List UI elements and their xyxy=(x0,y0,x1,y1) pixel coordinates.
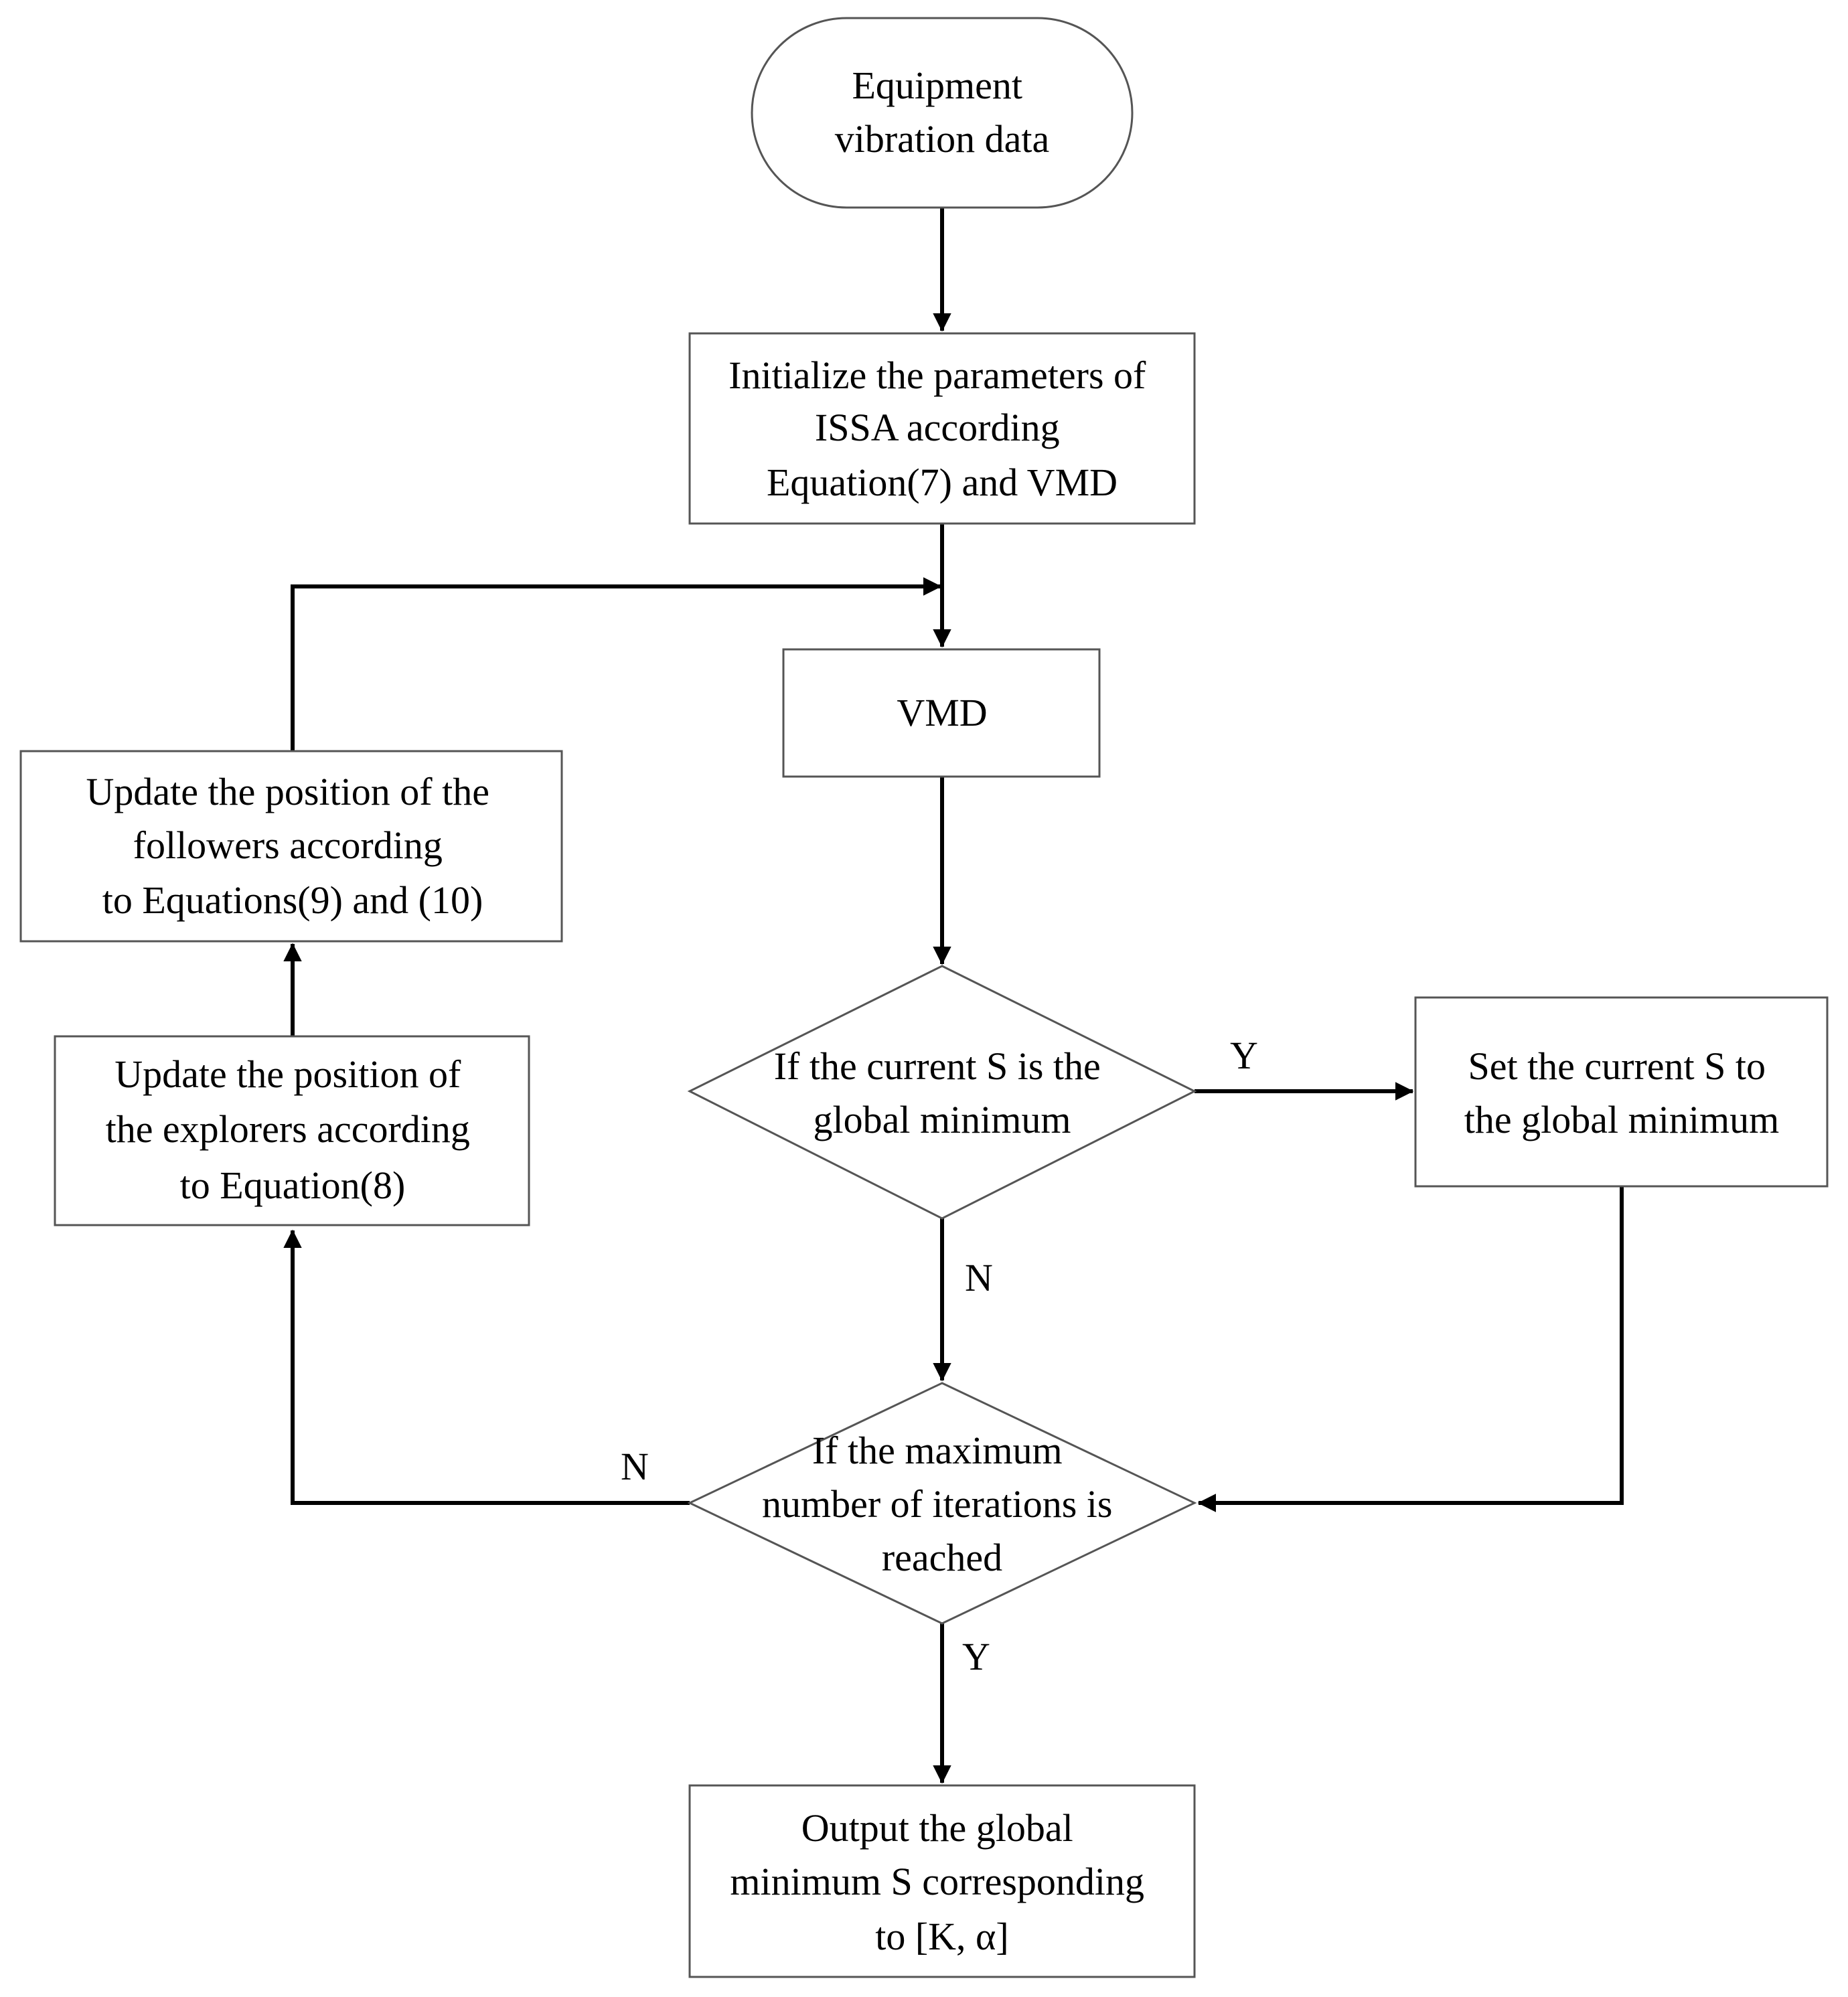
edge-label-min-no: N xyxy=(965,1256,993,1299)
followers-line-1: Update the position of the xyxy=(86,770,489,813)
node-start-label: Equipment vibration data xyxy=(835,64,1050,161)
edge-label-min-yes: Y xyxy=(1230,1034,1258,1077)
decision-iter-line-3: reached xyxy=(882,1536,1002,1579)
output-line-3: to [K, α] xyxy=(875,1915,1009,1958)
node-decision-iter-label: If the maximum number of iterations is r… xyxy=(762,1429,1122,1579)
followers-process-box xyxy=(19,750,563,943)
init-line-2: ISSA according xyxy=(815,406,1060,449)
edge-decision-iter-no xyxy=(283,1229,690,1505)
followers-line-2: followers according xyxy=(133,823,443,867)
output-process-box xyxy=(688,1784,1196,1978)
node-decision-min-label: If the current S is the global minimum xyxy=(774,1044,1111,1141)
node-explorers-label: Update the position of the explorers acc… xyxy=(106,1052,480,1207)
edges xyxy=(283,208,1624,1784)
decision-min-diamond xyxy=(687,965,1197,1220)
edge-followers-to-vmd-loop xyxy=(291,577,942,751)
node-set-min: Set the current S to the global minimum xyxy=(1414,996,1829,1188)
node-vmd: VMD xyxy=(782,648,1101,778)
node-decision-min: If the current S is the global minimum xyxy=(687,965,1197,1220)
explorers-line-1: Update the position of xyxy=(114,1052,461,1096)
start-line-1: Equipment xyxy=(852,64,1022,107)
node-set-min-label: Set the current S to the global minimum xyxy=(1464,1044,1779,1141)
node-init: Initialize the parameters of ISSA accord… xyxy=(688,332,1196,525)
node-vmd-label: VMD xyxy=(897,691,987,734)
start-line-2: vibration data xyxy=(835,117,1050,161)
node-decision-iter: If the maximum number of iterations is r… xyxy=(687,1382,1197,1625)
node-start: Equipment vibration data xyxy=(751,17,1134,209)
decision-iter-line-1: If the maximum xyxy=(812,1429,1063,1472)
start-terminal-shape xyxy=(751,17,1134,209)
node-output: Output the global minimum S correspondin… xyxy=(688,1784,1196,1978)
edge-label-iter-no: N xyxy=(621,1445,649,1488)
node-followers: Update the position of the followers acc… xyxy=(19,750,563,943)
vmd-process-box xyxy=(782,648,1101,778)
decision-min-line-2: global minimum xyxy=(813,1098,1071,1141)
set-min-process-box xyxy=(1414,996,1829,1188)
edge-set-min-to-decision-iter xyxy=(1197,1186,1624,1512)
node-init-label: Initialize the parameters of ISSA accord… xyxy=(728,353,1156,504)
init-process-box xyxy=(688,332,1196,525)
followers-line-3: to Equations(9) and (10) xyxy=(102,878,483,922)
edge-labels: Y N N Y xyxy=(621,1034,1258,1678)
node-explorers: Update the position of the explorers acc… xyxy=(54,1035,530,1226)
explorers-line-2: the explorers according xyxy=(106,1107,470,1151)
vmd-line-1: VMD xyxy=(897,691,987,734)
set-min-line-2: the global minimum xyxy=(1464,1098,1779,1141)
decision-min-line-1: If the current S is the xyxy=(774,1044,1101,1088)
init-line-1: Initialize the parameters of xyxy=(728,353,1146,397)
decision-iter-diamond xyxy=(687,1382,1197,1625)
node-output-label: Output the global minimum S correspondin… xyxy=(730,1806,1154,1958)
node-followers-label: Update the position of the followers acc… xyxy=(86,770,499,922)
decision-iter-line-2: number of iterations is xyxy=(762,1482,1113,1526)
edge-label-iter-yes: Y xyxy=(962,1635,990,1678)
output-line-1: Output the global xyxy=(801,1806,1073,1850)
output-line-2: minimum S corresponding xyxy=(730,1860,1144,1903)
explorers-line-3: to Equation(8) xyxy=(180,1164,406,1207)
init-line-3: Equation(7) and VMD xyxy=(767,461,1118,504)
set-min-line-1: Set the current S to xyxy=(1468,1044,1766,1088)
explorers-process-box xyxy=(54,1035,530,1226)
